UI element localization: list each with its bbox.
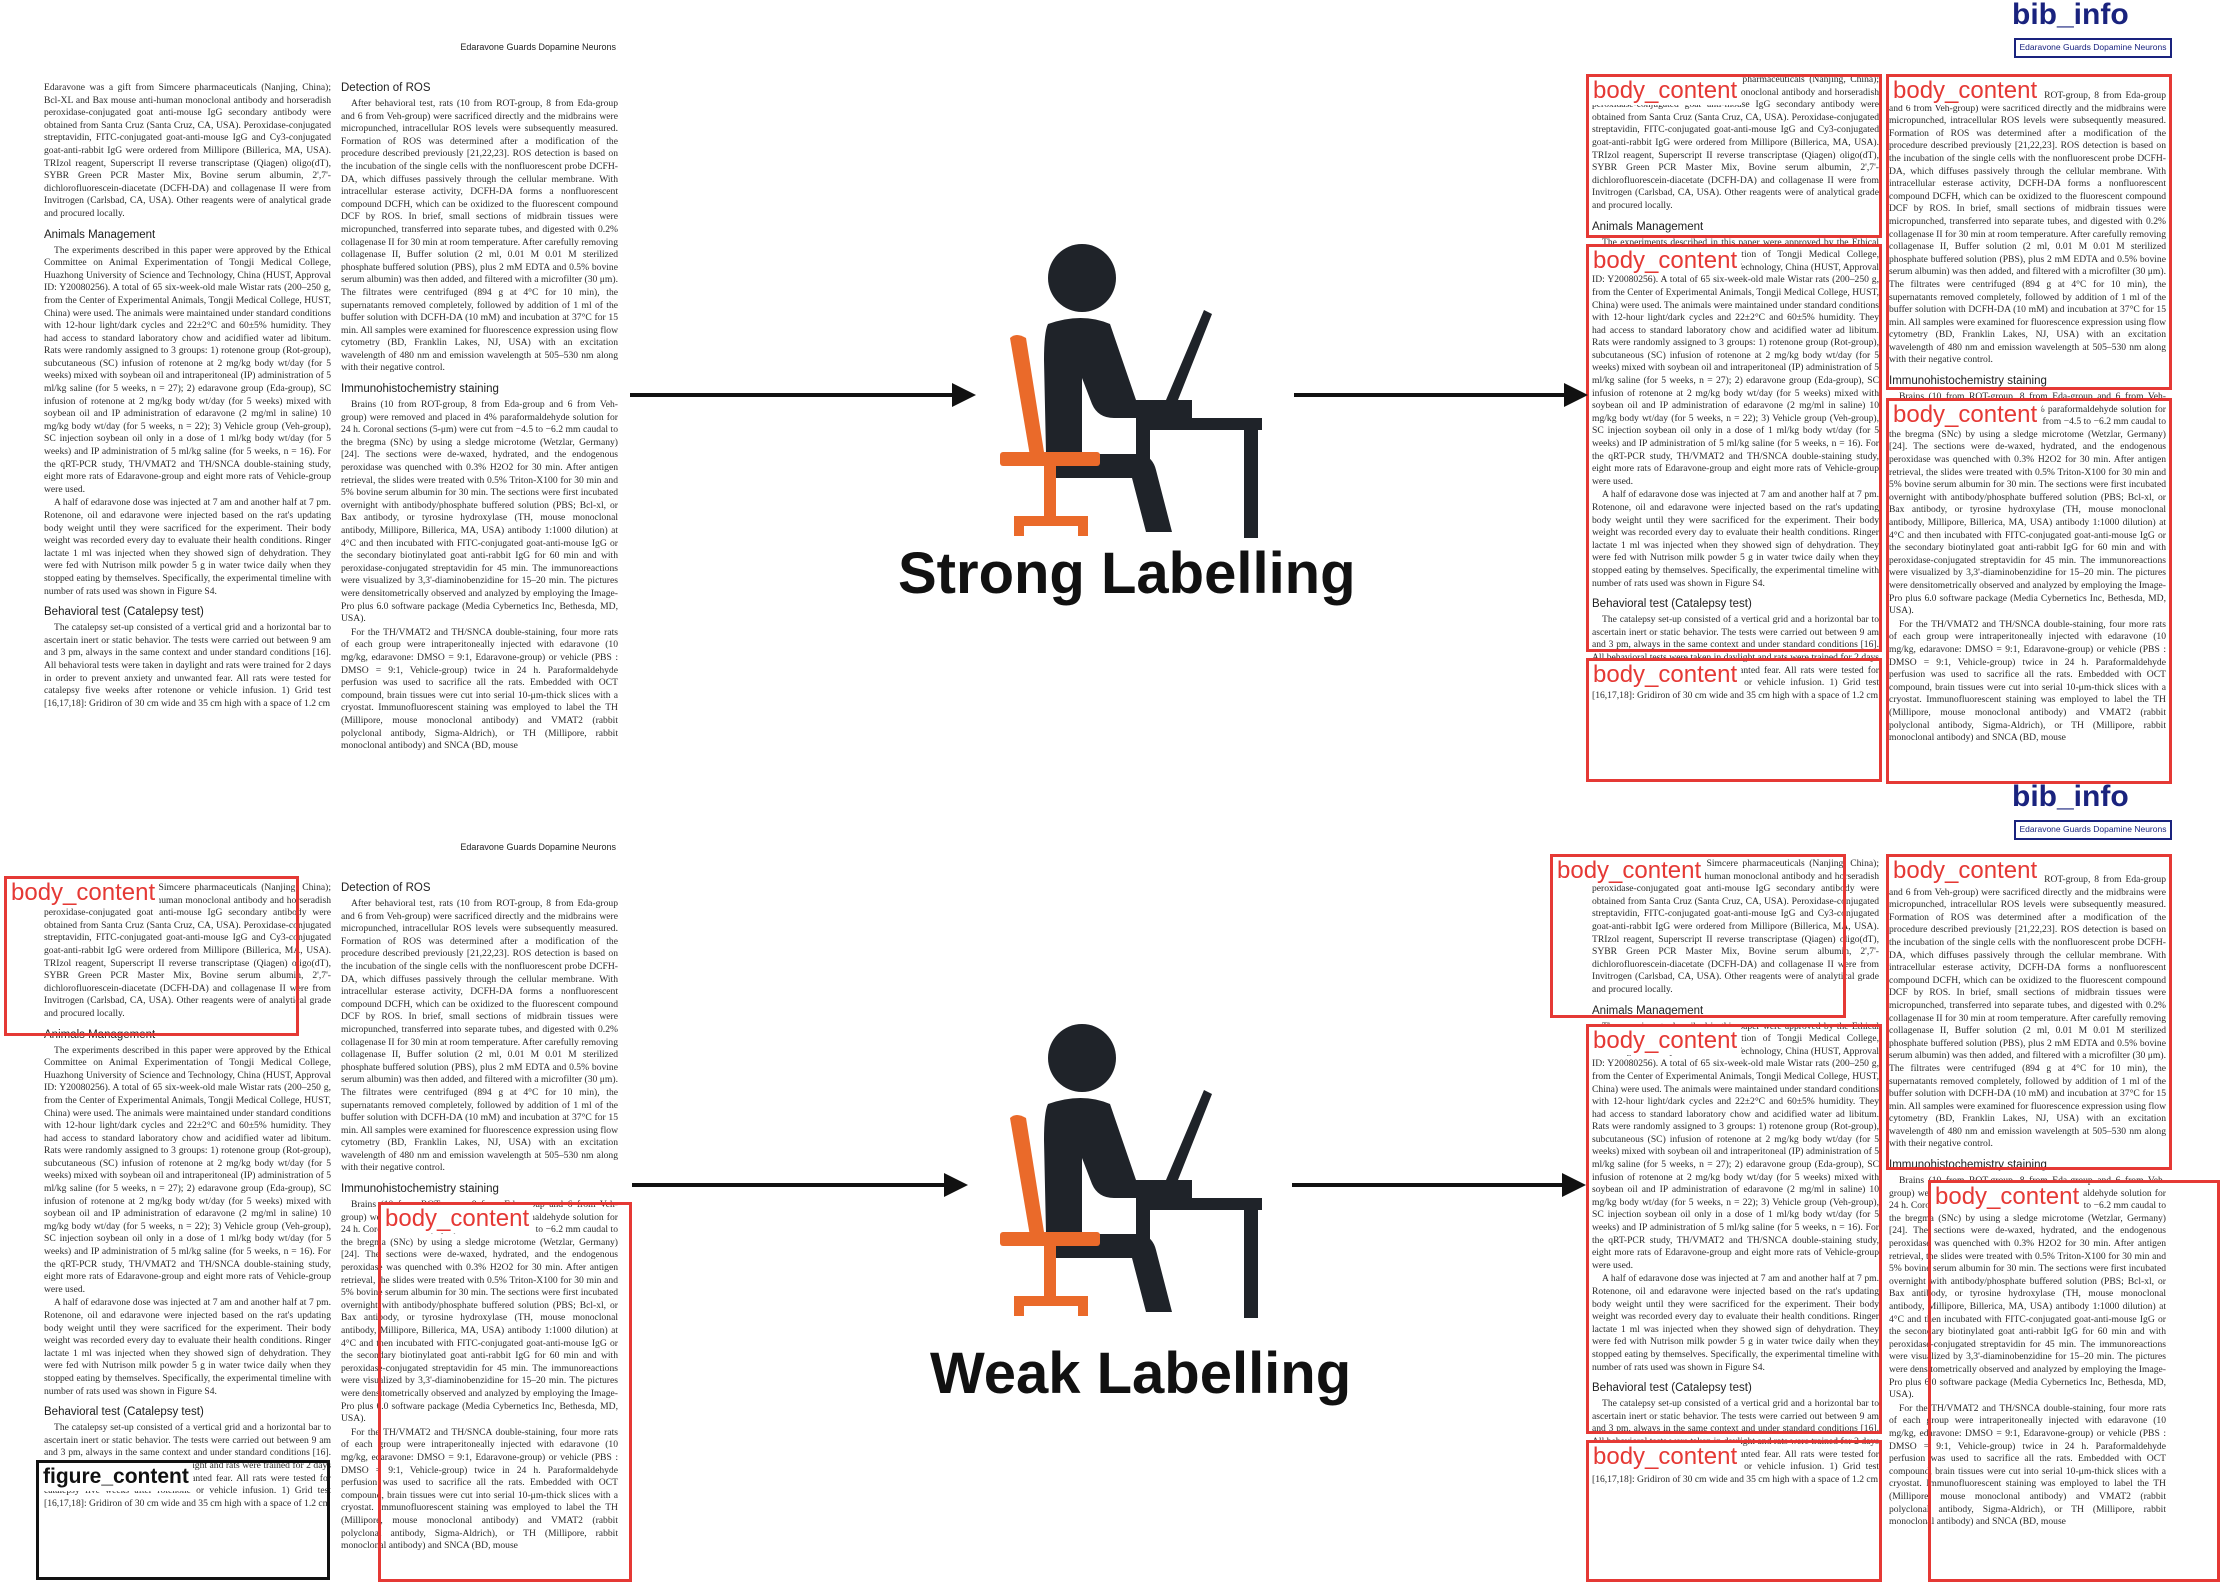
left-column: Edaravone was a gift from Simcere pharma… (44, 82, 331, 711)
body-content-label: body_content (381, 1205, 534, 1233)
paragraph: A half of edaravone dose was injected at… (1592, 489, 1879, 589)
figure-content-label: figure_content (39, 1463, 193, 1491)
strong-box-body-4: body_content (1886, 74, 2172, 390)
weak-labelling-caption: Weak Labelling (930, 1341, 1352, 1406)
body-content-label: body_content (1889, 401, 2042, 429)
paragraph: After behavioral test, rats (10 from ROT… (341, 98, 618, 374)
section-heading: Behavioral test (Catalepsy test) (44, 1406, 204, 1419)
annotator-person-icon (1000, 244, 1262, 538)
section-heading: Behavioral test (Catalepsy test) (1592, 598, 1752, 611)
paragraph: For the TH/VMAT2 and TH/SNCA double-stai… (341, 1426, 618, 1552)
labelled-page-weak: Edaravone was a gift from Simcere pharma… (1588, 834, 2178, 1586)
section-heading: Behavioral test (Catalepsy test) (44, 606, 204, 619)
weak-box-body-right-bottom: body_content (378, 1202, 632, 1582)
paragraph: The catalepsy set-up consisted of a vert… (44, 622, 331, 709)
source-page-bottom: Edaravone Guards Dopamine Neurons Edarav… (34, 834, 624, 1586)
paragraph: A half of edaravone dose was injected at… (44, 1297, 331, 1397)
weak-pred-box-body-1: body_content (1550, 854, 1846, 1018)
body-content-label: body_content (1889, 77, 2042, 105)
bib-info-box: Edaravone Guards Dopamine Neurons (2014, 820, 2172, 840)
paragraph: Edaravone was a gift from Simcere pharma… (44, 882, 331, 1019)
bib-info-label: bib_info (2012, 780, 2129, 813)
paragraph: For the TH/VMAT2 and TH/SNCA double-stai… (1889, 1402, 2166, 1528)
annotator-person-icon (1000, 1024, 1262, 1318)
bib-info-box: Edaravone Guards Dopamine Neurons (2014, 38, 2172, 58)
arrow-top-left (630, 383, 976, 407)
strong-box-body-1: body_content (1586, 74, 1882, 238)
section-heading: Detection of ROS (341, 882, 431, 894)
section-heading: Immunohistochemistry staining (341, 383, 499, 396)
left-column: Edaravone was a gift from Simcere pharma… (44, 882, 331, 1511)
weak-pred-box-body-5: body_content (1928, 1180, 2220, 1582)
arrow-bottom-right (1292, 1173, 1586, 1197)
arrow-bottom-left (632, 1173, 968, 1197)
bib-info-label: bib_info (2012, 0, 2129, 31)
body-content-label: body_content (1589, 1027, 1742, 1055)
strong-box-body-2: body_content (1586, 244, 1882, 652)
paragraph: A half of edaravone dose was injected at… (44, 497, 331, 597)
strong-box-body-5: body_content (1886, 398, 2172, 784)
paragraph: The experiments described in this paper … (44, 1044, 331, 1295)
weak-box-figure: figure_content (36, 1460, 330, 1580)
body-content-label: body_content (1589, 661, 1742, 689)
paragraph: For the TH/VMAT2 and TH/SNCA double-stai… (1889, 618, 2166, 744)
paragraph: The experiments described in this paper … (1592, 236, 1879, 487)
section-heading: Animals Management (44, 228, 156, 241)
paragraph: After behavioral test, rats (10 from ROT… (1889, 874, 2166, 1150)
weak-pred-box-body-3: body_content (1586, 1440, 1882, 1582)
paragraph: Edaravone was a gift from Simcere pharma… (1592, 858, 1879, 995)
body-content-label: body_content (1589, 247, 1742, 275)
right-column: Detection of ROS After behavioral test, r… (341, 82, 618, 754)
paragraph: Brains (10 from ROT-group, 8 from Eda-gr… (1889, 1175, 2166, 1401)
running-head: Edaravone Guards Dopamine Neurons (460, 842, 616, 852)
body-content-label: body_content (1589, 77, 1742, 105)
strong-box-body-3: body_content (1586, 658, 1882, 782)
arrow-top-right (1294, 383, 1588, 407)
body-content-label: body_content (1889, 857, 2042, 885)
body-content-label: body_content (1553, 857, 1706, 885)
paragraph: The experiments described in this paper … (44, 244, 331, 495)
paragraph: A half of edaravone dose was injected at… (1592, 1273, 1879, 1373)
running-head: Edaravone Guards Dopamine Neurons (460, 42, 616, 52)
weak-box-body-left-top: body_content (4, 876, 299, 1036)
section-heading: Animals Management (1592, 1004, 1704, 1017)
paragraph: For the TH/VMAT2 and TH/SNCA double-stai… (341, 626, 618, 752)
paragraph: Brains (10 from ROT-group, 8 from Eda-gr… (1889, 391, 2166, 617)
body-content-label: body_content (7, 879, 160, 907)
source-page-top: Edaravone Guards Dopamine Neurons Edarav… (34, 34, 624, 786)
section-heading: Immunohistochemistry staining (341, 1183, 499, 1196)
body-content-label: body_content (1931, 1183, 2084, 1211)
section-heading: Immunohistochemistry staining (1889, 375, 2047, 388)
section-heading: Behavioral test (Catalepsy test) (1592, 1382, 1752, 1395)
section-heading: Animals Management (1592, 220, 1704, 233)
strong-labelling-caption: Strong Labelling (898, 541, 1356, 606)
section-heading: Detection of ROS (341, 82, 431, 94)
right-column: Detection of ROS After behavioral test, r… (341, 882, 618, 1554)
weak-pred-box-body-4: body_content (1886, 854, 2172, 1170)
weak-pred-box-body-2: body_content (1586, 1024, 1882, 1434)
paragraph: After behavioral test, rats (10 from ROT… (341, 898, 618, 1174)
paragraph: Brains (10 from ROT-group, 8 from Eda-gr… (341, 399, 618, 625)
body-content-label: body_content (1589, 1443, 1742, 1471)
paragraph: Edaravone was a gift from Simcere pharma… (44, 82, 331, 219)
